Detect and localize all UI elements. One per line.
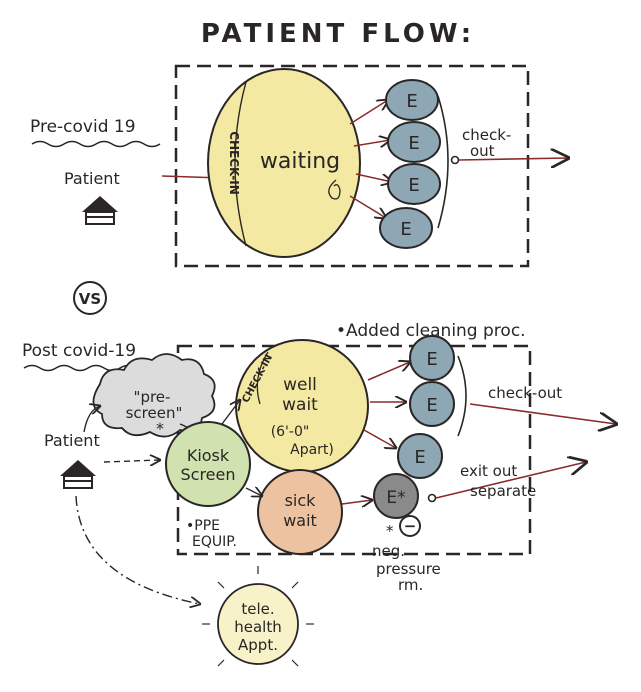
post-patient-to-kiosk-arrow [103,460,160,462]
svg-text:Kiosk: Kiosk [187,446,230,465]
svg-text:Apart): Apart) [290,442,334,458]
pre-checkout-node [450,155,460,165]
pre-arrow-exam-4 [349,195,386,218]
neg-pressure-note-2: pressure [376,560,441,578]
kiosk-to-well-arrow [221,400,240,425]
exit-label-1: exit out [460,462,517,480]
pre-checkout-arrow [458,158,568,160]
post-exam-room-2: E [409,381,455,427]
svg-text:E: E [406,91,417,112]
post-covid-label: Post covid-19 [22,341,136,361]
post-arrow-exam-1 [367,362,410,381]
post-patient-to-prescreen-arrow [83,406,100,433]
svg-text:E: E [408,133,419,154]
neg-pressure-note-3: rm. [398,576,423,594]
svg-text:E*: E* [386,488,405,508]
pre-checkout-label-2: out [470,142,495,160]
svg-text:E: E [408,175,419,196]
svg-text:health: health [234,618,281,636]
post-exam-room-neg-pressure: E* [373,473,419,519]
post-checkout-arrow [469,403,616,424]
sick-wait-area: sick wait [257,469,343,555]
pre-waiting-label: waiting [260,149,340,174]
pre-covid-underline [31,140,161,148]
post-exam-room-3: E [397,433,443,479]
post-exam-bracket [457,355,467,437]
prescreen-asterisk: * [156,419,164,438]
pre-exam-room-4: E [379,207,433,249]
exit-node [427,493,437,503]
patient-to-telehealth-path [75,495,200,604]
svg-text:E: E [414,447,425,468]
svg-text:E: E [426,395,437,416]
post-arrow-exam-3 [363,429,396,448]
well-wait-area: CHECK-IN well wait (6'-0" Apart) [235,339,369,473]
svg-text:Screen: Screen [180,465,235,484]
pre-checkin-divider [234,81,247,247]
svg-text:wait: wait [283,511,317,530]
prescreen-label-2: screen" [126,404,183,422]
pre-covid-section: Pre-covid 19 Patient CHECK-IN waiting E … [30,64,568,268]
svg-text:−: − [404,517,417,535]
svg-text:E: E [426,349,437,370]
pre-arrow-exam-3 [355,173,392,182]
svg-text:E: E [400,219,411,240]
neg-pressure-note-1: neg. [372,542,405,560]
post-covid-section: Post covid-19 •Added cleaning proc. "pre… [22,321,616,667]
pre-exam-bracket [437,95,449,229]
neg-pressure-note-asterisk: * [386,522,394,540]
ppe-note-2: EQUIP. [192,534,237,550]
svg-text:VS: VS [79,290,101,308]
telehealth-appointment: tele. health Appt. [202,566,314,667]
post-patient-label: Patient [44,431,100,450]
pre-checkout-label-1: check- [462,126,511,144]
pre-exam-room-2: E [387,121,441,163]
pre-exam-room-3: E [387,163,441,205]
pre-patient-house-icon [82,196,118,225]
svg-text:wait: wait [282,395,318,415]
kiosk-screen: Kiosk Screen [165,421,251,507]
pre-waiting-area [207,68,361,258]
post-checkout-label: check-out [488,384,562,402]
svg-text:tele.: tele. [241,600,274,618]
kiosk-to-sick-arrow [245,488,262,496]
pre-covid-boundary [174,64,530,268]
svg-text:sick: sick [285,491,317,510]
svg-text:(6'-0": (6'-0" [271,424,310,440]
prescreen-label-1: "pre- [134,388,171,406]
post-patient-house-icon [60,460,96,489]
exit-label-2: separate [470,482,536,500]
svg-text:well: well [283,375,317,395]
prescreen-cloud: "pre- screen" * [92,353,216,438]
exit-separate-arrow [435,462,586,499]
post-exam-room-1: E [409,335,455,381]
neg-pressure-symbol: − [399,515,421,537]
pre-exam-room-1: E [385,79,439,121]
pre-arrow-exam-1 [349,100,388,125]
sick-to-neg-exam-arrow [341,500,372,504]
diagram-title: PATIENT FLOW: [201,19,475,49]
post-cleaning-note: •Added cleaning proc. [336,321,526,341]
pre-patient-label: Patient [64,169,120,188]
pre-checkin-label: CHECK-IN [227,131,241,195]
ppe-note-1: •PPE [186,518,220,534]
pre-covid-label: Pre-covid 19 [30,117,136,137]
vs-marker: VS [73,281,107,315]
svg-text:Appt.: Appt. [238,636,278,654]
pre-waiting-loop [328,179,341,200]
pre-arrow-exam-2 [353,140,390,146]
